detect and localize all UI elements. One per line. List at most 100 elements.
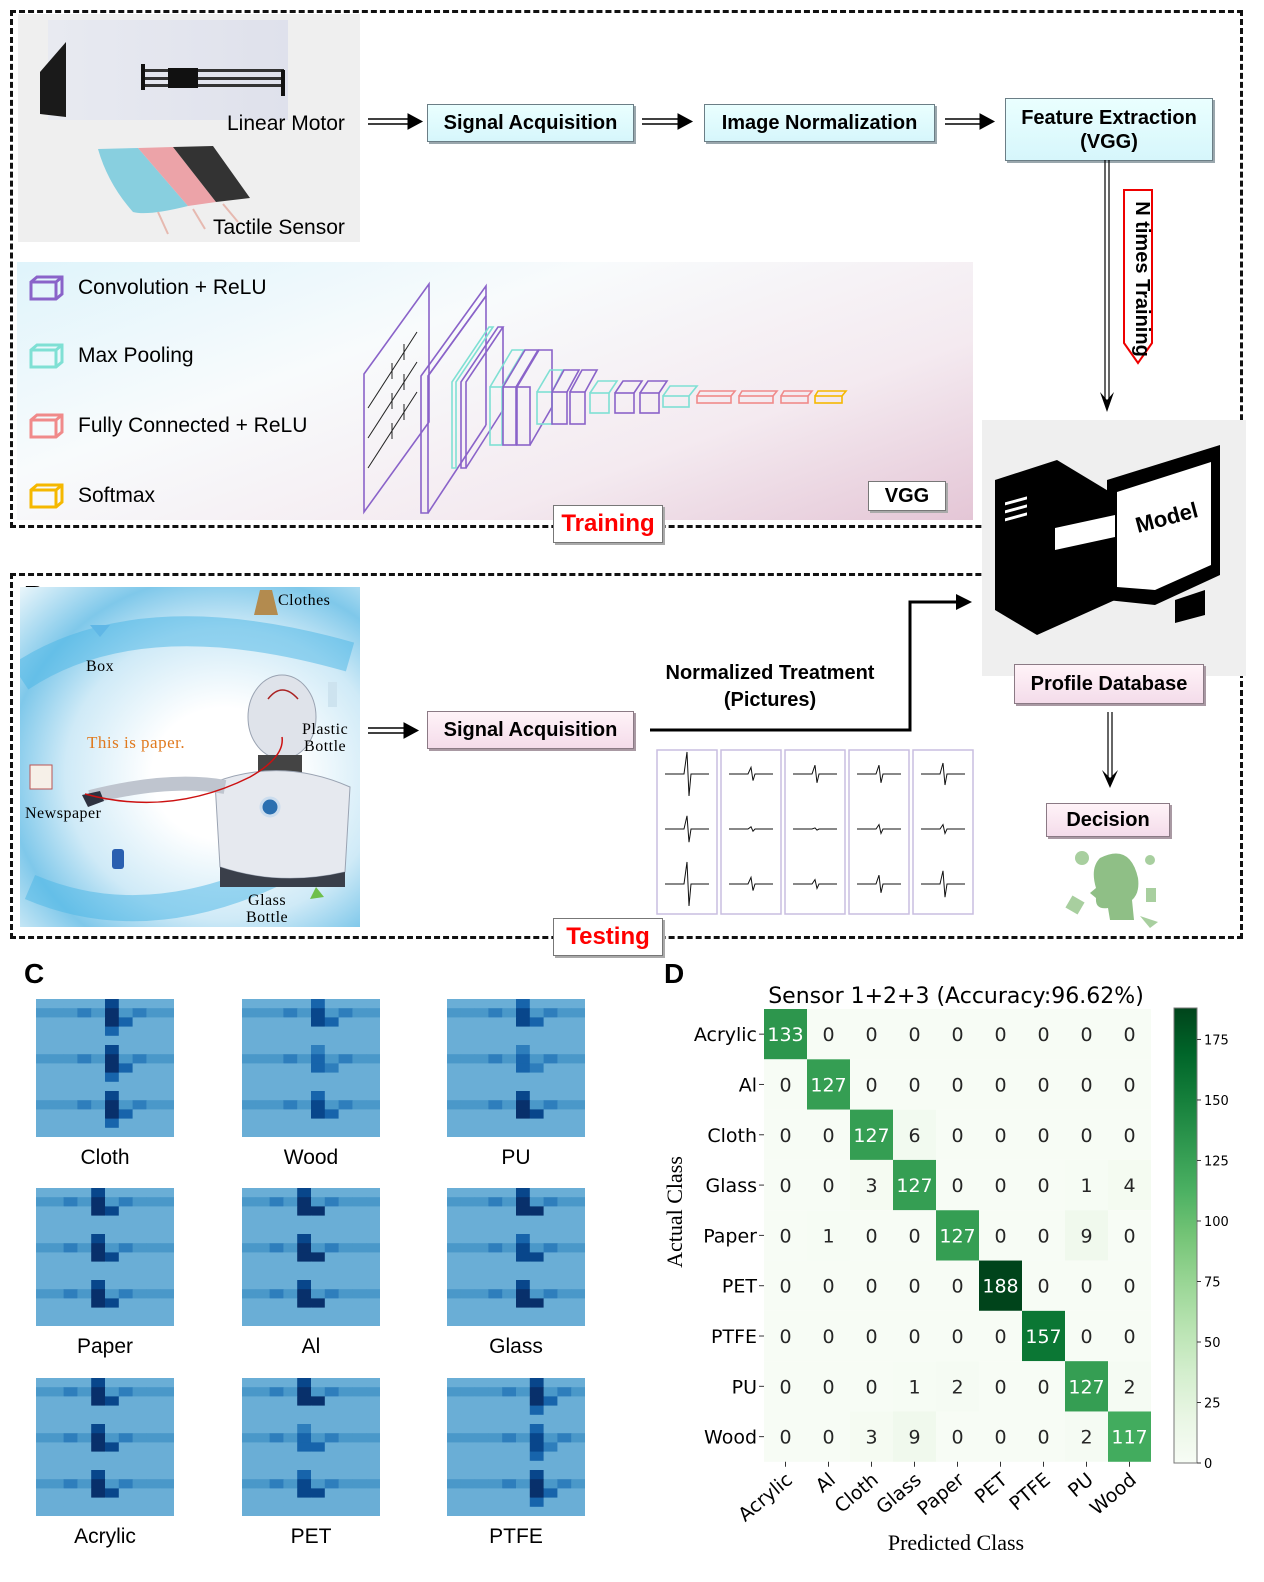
heatmap-cell	[516, 1188, 531, 1198]
heatmap-cell	[447, 1316, 462, 1327]
heatmap-cell	[297, 1054, 312, 1064]
heatmap-cell	[269, 1424, 284, 1434]
tactile-image-pu	[447, 999, 586, 1138]
heatmap-cell	[366, 1316, 381, 1327]
heatmap-cell	[269, 1298, 284, 1309]
y-tick-label: PTFE	[711, 1326, 757, 1348]
heatmap-cell	[91, 1045, 106, 1055]
heatmap-cell	[460, 1488, 476, 1499]
heatmap-cell	[557, 1378, 572, 1388]
heatmap-cell	[474, 1396, 489, 1407]
robot-drawing	[20, 590, 355, 922]
heatmap-cell	[283, 1506, 298, 1517]
heatmap-cell	[324, 1100, 340, 1110]
heatmap-cell	[63, 1405, 78, 1416]
heatmap-cell	[324, 1081, 340, 1092]
heatmap-cell	[352, 1234, 367, 1244]
heatmap-cell	[474, 1387, 489, 1397]
heatmap-cell	[352, 1215, 367, 1226]
heatmap-cell	[297, 1081, 312, 1092]
heatmap-cell	[118, 1460, 134, 1471]
heatmap-cell	[63, 1054, 78, 1064]
feature-extraction-step: Feature Extraction (VGG)	[1005, 98, 1213, 161]
heatmap-cell	[529, 1215, 545, 1226]
heatmap-cell	[297, 1405, 312, 1416]
heatmap-cell	[160, 1100, 175, 1110]
heatmap-cell	[105, 1270, 120, 1281]
matrix-cell-value: 0	[1080, 1024, 1092, 1046]
heatmap-cell	[543, 1396, 558, 1407]
x-tick-label: Glass	[872, 1469, 926, 1519]
heatmap-cell	[366, 1506, 381, 1517]
heatmap-cell	[529, 1017, 545, 1028]
heatmap-cell	[146, 1298, 161, 1309]
heatmap-cell	[77, 1035, 92, 1046]
heatmap-cell	[283, 1433, 298, 1443]
heatmap-cell	[91, 1442, 106, 1453]
heatmap-cell	[571, 1017, 586, 1028]
heatmap-cell	[91, 1261, 106, 1272]
heatmap-cell	[132, 1497, 147, 1508]
linear-motor-icon	[141, 64, 285, 96]
heatmap-cell	[36, 1378, 51, 1388]
heatmap-cell	[255, 1405, 271, 1416]
matrix-cell	[979, 1159, 1022, 1211]
heatmap-cell	[118, 1008, 134, 1018]
heatmap-cell	[118, 1188, 134, 1198]
heatmap-cell	[105, 1072, 120, 1083]
vgg-architecture-diagram	[363, 281, 848, 515]
heatmap-cell	[36, 1109, 51, 1120]
heatmap-cell	[447, 1506, 462, 1517]
heatmap-cell	[447, 1396, 462, 1407]
heatmap-cell	[460, 1470, 476, 1480]
heatmap-cell	[324, 1470, 340, 1480]
heatmap-cell	[160, 1197, 175, 1207]
heatmap-cell	[460, 1451, 476, 1462]
heatmap-cell	[352, 1261, 367, 1272]
heatmap-cell	[118, 1506, 134, 1517]
heatmap-cell	[160, 1072, 175, 1083]
heatmap-cell	[571, 1424, 586, 1434]
heatmap-cell	[269, 1118, 284, 1129]
heatmap-cell	[557, 1081, 572, 1092]
heatmap-cell	[502, 1206, 517, 1217]
heatmap-cell	[571, 1127, 586, 1138]
heatmap-cell	[557, 1215, 572, 1226]
tactile-image-wood	[242, 999, 381, 1138]
heatmap-cell	[571, 1270, 586, 1281]
matrix-cell-value: 0	[994, 1427, 1006, 1449]
heatmap-cell	[36, 1470, 51, 1480]
heatmap-cell	[488, 1054, 503, 1064]
heatmap-cell	[118, 1127, 134, 1138]
heatmap-cell	[543, 1127, 558, 1138]
signal-trace	[857, 765, 901, 783]
heatmap-cell	[132, 1289, 147, 1299]
matrix-cell	[1108, 1159, 1151, 1211]
heatmap-cell	[91, 1188, 106, 1198]
heatmap-cell	[160, 1243, 175, 1253]
heatmap-cell	[269, 1414, 284, 1425]
heatmap-cell	[543, 1460, 558, 1471]
heatmap-cell	[146, 1017, 161, 1028]
matrix-cell-value: 0	[908, 1225, 920, 1247]
heatmap-cell	[63, 1234, 78, 1244]
heatmap-cell	[49, 1479, 65, 1489]
heatmap-cell	[118, 1243, 134, 1253]
heatmap-cell	[242, 1224, 257, 1235]
heatmap-cell	[77, 1026, 92, 1037]
tactile-image-label: Cloth	[80, 1146, 130, 1169]
heatmap-cell	[557, 1405, 572, 1416]
heatmap-cell	[529, 1270, 545, 1281]
heatmap-cell	[118, 1424, 134, 1434]
x-tick-label: PET	[971, 1469, 1012, 1509]
heatmap-cell	[105, 1414, 120, 1425]
matrix-cell	[1065, 1210, 1108, 1261]
heatmap-cell	[242, 1424, 257, 1434]
heatmap-cell	[352, 1252, 367, 1263]
heatmap-cell	[352, 1289, 367, 1299]
pool-layer	[589, 380, 619, 414]
heatmap-cell	[118, 1298, 134, 1309]
heatmap-cell	[488, 1270, 503, 1281]
heatmap-cell	[297, 1072, 312, 1083]
heatmap-cell	[502, 1035, 517, 1046]
